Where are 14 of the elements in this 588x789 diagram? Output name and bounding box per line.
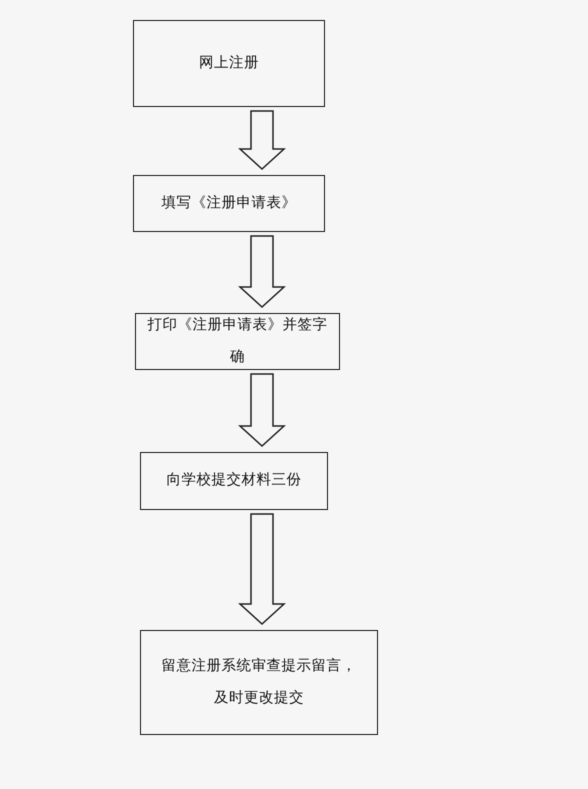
step-text: 打印《注册申请表》并签字确 <box>146 316 328 366</box>
step-text: 网上注册 <box>199 54 259 73</box>
block-arrow <box>238 513 286 626</box>
step-text: 留意注册系统审查提示留言，及时更改提交 <box>161 656 357 708</box>
process-box <box>133 175 325 232</box>
process-box <box>133 20 325 107</box>
step-text: 向学校提交材料三份 <box>166 470 302 490</box>
process-box <box>140 452 328 510</box>
block-arrow <box>238 235 286 308</box>
step-text: 填写《注册申请表》 <box>162 194 296 213</box>
block-arrow <box>238 110 286 170</box>
process-box <box>140 630 378 735</box>
block-arrow <box>238 373 286 448</box>
process-box <box>135 313 340 370</box>
